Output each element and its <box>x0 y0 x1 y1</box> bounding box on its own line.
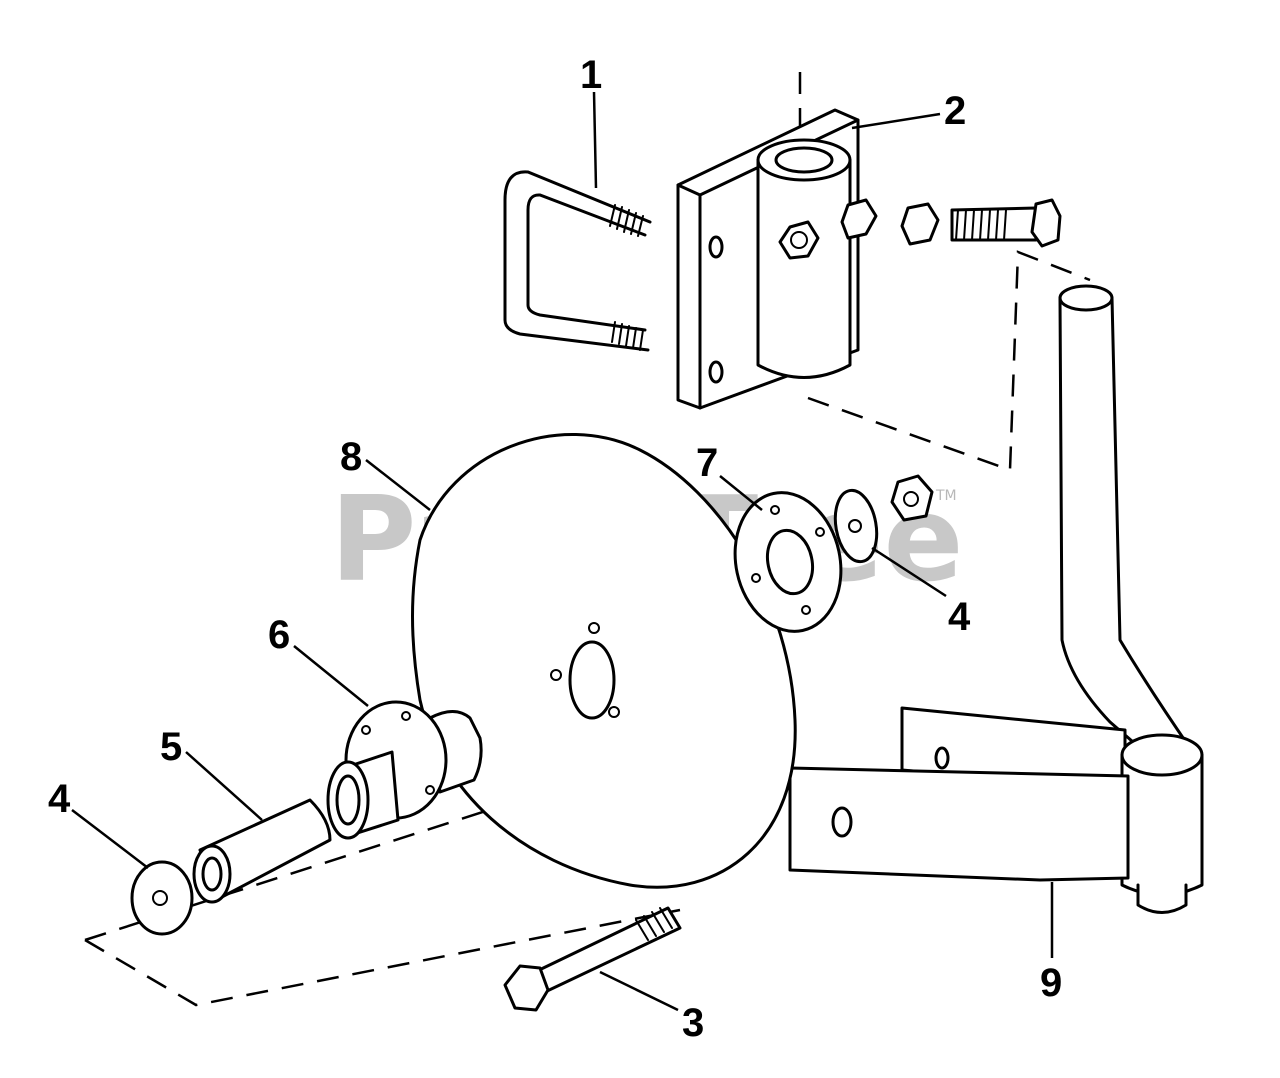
part-flange-plate <box>733 491 843 633</box>
center-line-bottom-assembly <box>84 740 791 1007</box>
callout-8: 8 <box>340 435 362 479</box>
leader-lines <box>71 91 1054 1012</box>
callout-9: 9 <box>1040 961 1062 1005</box>
part-spacer-tube <box>192 798 332 904</box>
leader-7 <box>719 475 763 511</box>
leader-3 <box>599 970 679 1012</box>
pivot-tube-bore <box>774 146 834 174</box>
u-bolt-outer <box>503 170 652 352</box>
arm-post-top <box>1058 284 1114 312</box>
clamp-bolt-head <box>1030 198 1062 248</box>
leader-4b <box>871 546 947 598</box>
u-bolt-inner <box>526 193 647 332</box>
part-clamp-bolt <box>900 198 1062 248</box>
flange-hole-4 <box>801 605 811 615</box>
upper-washer <box>833 488 879 564</box>
arm-pivot-collar-top <box>1120 733 1204 777</box>
flange-hole-3 <box>751 573 761 583</box>
u-bolt-thread-top <box>609 204 644 237</box>
arm-lower-plate <box>788 766 1130 882</box>
disc-center-hole <box>568 640 616 720</box>
part-washer-lower <box>130 860 194 936</box>
spacer-tube-bore <box>201 856 223 892</box>
pivot-tube <box>756 158 852 379</box>
hub-flange-hole-1 <box>361 725 371 735</box>
disc-bolt-hole-3 <box>608 706 620 718</box>
leader-1 <box>592 91 598 189</box>
callout-4-lower: 4 <box>48 777 71 821</box>
leader-2 <box>851 112 941 130</box>
arm-pivot-pin-end <box>1136 883 1188 914</box>
lower-washer <box>130 860 194 936</box>
center-line-mount-bottom <box>807 250 1091 472</box>
part-mounting-plate <box>676 108 878 410</box>
callout-4-upper: 4 <box>948 595 971 639</box>
tube-weld-nut <box>778 220 820 260</box>
hex-bolt-threads <box>635 907 673 941</box>
callout-6: 6 <box>268 613 290 657</box>
lower-washer-hole <box>152 890 168 906</box>
disc-bolt-hole-2 <box>550 669 562 681</box>
clamp-nut <box>900 202 940 246</box>
flange-center-hole <box>765 528 815 596</box>
callout-2: 2 <box>944 89 966 133</box>
hub-flange-hole-3 <box>425 785 435 795</box>
upper-hex-nut <box>890 474 934 522</box>
part-disc-blade <box>411 433 797 889</box>
arm-lower-plate-hole <box>831 806 853 838</box>
flange-hole-1 <box>770 505 780 515</box>
leader-4a <box>71 809 149 869</box>
leader-8 <box>365 459 431 511</box>
part-hex-bolt <box>503 906 682 1012</box>
upper-hex-nut-hole <box>903 491 919 507</box>
side-weld-nut <box>840 198 878 240</box>
disc-bolt-hole-1 <box>588 622 600 634</box>
hex-bolt-head <box>503 964 550 1012</box>
arm-post <box>1058 296 1192 750</box>
u-bolt-thread-bottom <box>611 321 644 351</box>
leader-5 <box>185 751 263 821</box>
watermark-trademark: TM <box>935 488 957 504</box>
arm-upper-plate-hole <box>934 746 950 770</box>
tube-weld-nut-hole <box>790 231 808 249</box>
callout-3: 3 <box>682 1001 704 1045</box>
part-disc-arm <box>788 284 1204 914</box>
mount-plate-hole-bottom <box>708 360 724 384</box>
mount-plate-hole-top <box>708 235 724 259</box>
hub-flange-hole-2 <box>401 711 411 721</box>
part-hub <box>326 700 483 840</box>
callout-1: 1 <box>580 53 602 97</box>
part-washer-upper <box>833 474 934 564</box>
flange-hole-2 <box>815 527 825 537</box>
upper-washer-hole <box>848 519 862 533</box>
callout-7: 7 <box>696 441 718 485</box>
clamp-bolt-threads <box>955 209 1007 241</box>
leader-6 <box>293 645 369 707</box>
hub-sleeve-bore <box>335 774 361 826</box>
part-u-bolt <box>503 170 652 352</box>
callout-5: 5 <box>160 725 182 769</box>
callout-numbers: 1 2 3 4 4 5 6 7 8 9 <box>48 53 1062 1045</box>
spacer-tube-body <box>198 798 332 900</box>
